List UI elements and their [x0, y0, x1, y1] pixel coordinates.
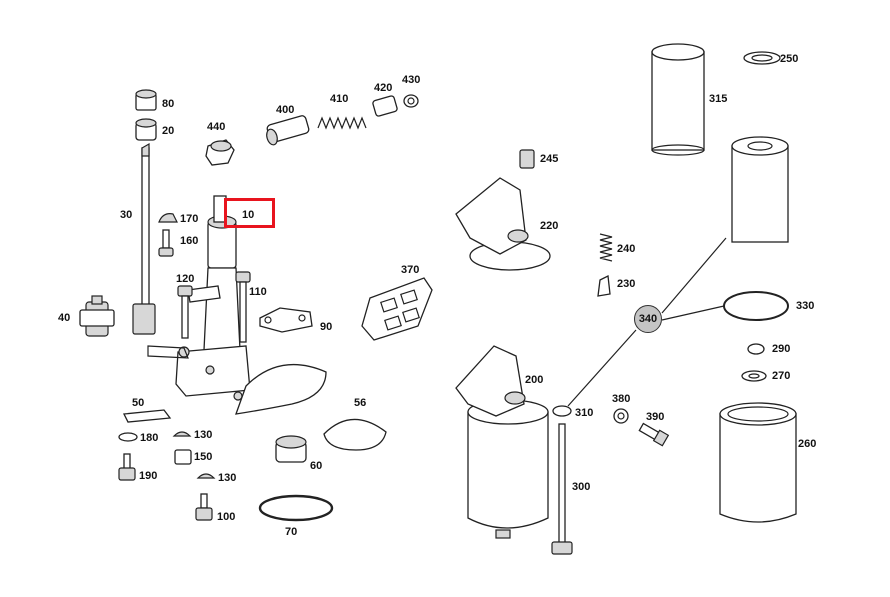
part-30-drawing [141, 142, 150, 309]
part-label-56[interactable]: 56 [354, 397, 367, 409]
callout-340[interactable]: 340 [634, 305, 662, 333]
part-label-200[interactable]: 200 [525, 374, 544, 386]
part-250-drawing [743, 51, 781, 65]
part-label-100[interactable]: 100 [217, 511, 236, 523]
part-130-drawing [172, 431, 216, 479]
part-160-drawing [158, 229, 174, 257]
part-label-20[interactable]: 20 [162, 125, 175, 137]
part-70-drawing [258, 494, 334, 522]
part-300-drawing [551, 423, 573, 555]
part-40-drawing [79, 295, 156, 337]
part-label-120[interactable]: 120 [176, 273, 195, 285]
part-label-70[interactable]: 70 [285, 526, 298, 538]
part-label-420[interactable]: 420 [374, 82, 393, 94]
part-label-60[interactable]: 60 [310, 460, 323, 472]
part-label-380[interactable]: 380 [612, 393, 631, 405]
part-330-drawing [723, 291, 789, 321]
part-90-drawing [259, 307, 313, 333]
part-label-180[interactable]: 180 [140, 432, 159, 444]
part-label-370[interactable]: 370 [401, 264, 420, 276]
part-240-drawing [599, 233, 613, 262]
part-label-110[interactable]: 110 [249, 286, 267, 298]
part-80-drawing [135, 89, 157, 111]
part-60-drawing [275, 435, 307, 463]
part-410-drawing [317, 116, 367, 130]
part-20-drawing [135, 118, 157, 141]
part-label-390[interactable]: 390 [646, 411, 665, 423]
part-label-30[interactable]: 30 [120, 209, 133, 221]
part-390-drawing [638, 422, 670, 447]
part-315-drawing [651, 43, 705, 156]
part-230-drawing [597, 275, 611, 297]
part-label-40[interactable]: 40 [58, 312, 71, 324]
part-label-310[interactable]: 310 [575, 407, 594, 419]
part-200-drawing [455, 345, 549, 539]
part-50-drawing [122, 409, 172, 423]
filter-element-drawing [731, 136, 789, 243]
part-260-drawing [719, 402, 797, 523]
part-150-drawing [174, 449, 192, 465]
part-400-drawing [266, 115, 310, 146]
part-label-220[interactable]: 220 [540, 220, 559, 232]
part-380-drawing [613, 408, 629, 424]
part-label-250[interactable]: 250 [780, 53, 799, 65]
part-label-240[interactable]: 240 [617, 243, 636, 255]
part-290-drawing [747, 343, 765, 355]
part-100-drawing [195, 493, 213, 521]
part-label-190[interactable]: 190 [139, 470, 158, 482]
part-label-150[interactable]: 150 [194, 451, 213, 463]
part-label-230[interactable]: 230 [617, 278, 636, 290]
part-420-drawing [372, 95, 398, 117]
part-190-drawing [118, 453, 136, 481]
part-label-400[interactable]: 400 [276, 104, 295, 116]
part-10-drawing [147, 195, 327, 415]
part-220-drawing [455, 177, 551, 271]
part-370-drawing [361, 277, 433, 341]
part-label-245[interactable]: 245 [540, 153, 559, 165]
part-label-10[interactable]: 10 [242, 209, 255, 221]
part-110-drawing [235, 271, 251, 343]
part-label-90[interactable]: 90 [320, 321, 333, 333]
part-label-290[interactable]: 290 [772, 343, 791, 355]
part-label-315[interactable]: 315 [709, 93, 728, 105]
part-label-170[interactable]: 170 [180, 213, 199, 225]
part-label-270[interactable]: 270 [772, 370, 791, 382]
part-56-drawing [323, 418, 387, 451]
part-430-drawing [403, 94, 419, 108]
part-label-410[interactable]: 410 [330, 93, 349, 105]
part-440-drawing [205, 139, 235, 166]
part-label-330[interactable]: 330 [796, 300, 815, 312]
part-270-drawing [741, 370, 767, 382]
part-120-drawing [177, 285, 193, 339]
callout-340-leaders [567, 237, 727, 407]
part-245-drawing [519, 149, 535, 169]
part-label-300[interactable]: 300 [572, 481, 591, 493]
part-170-drawing [158, 213, 178, 223]
part-310-drawing [552, 405, 572, 417]
part-label-50[interactable]: 50 [132, 397, 145, 409]
part-label-160[interactable]: 160 [180, 235, 199, 247]
part-180-drawing [118, 432, 138, 442]
selected-part-highlight [224, 198, 275, 228]
part-label-130-b[interactable]: 130 [218, 472, 237, 484]
part-label-430[interactable]: 430 [402, 74, 421, 86]
part-label-440[interactable]: 440 [207, 121, 226, 133]
part-label-130-a[interactable]: 130 [194, 429, 213, 441]
part-label-80[interactable]: 80 [162, 98, 175, 110]
part-label-260[interactable]: 260 [798, 438, 817, 450]
